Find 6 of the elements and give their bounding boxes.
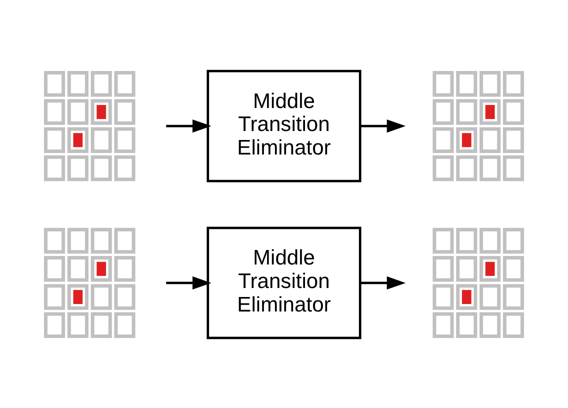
arrow <box>360 118 406 132</box>
node-box: Middle Transition Eliminator <box>206 226 362 339</box>
arrow <box>166 118 212 132</box>
node-box: Middle Transition Eliminator <box>206 69 362 182</box>
arrow <box>360 276 406 290</box>
arrow <box>166 276 212 290</box>
